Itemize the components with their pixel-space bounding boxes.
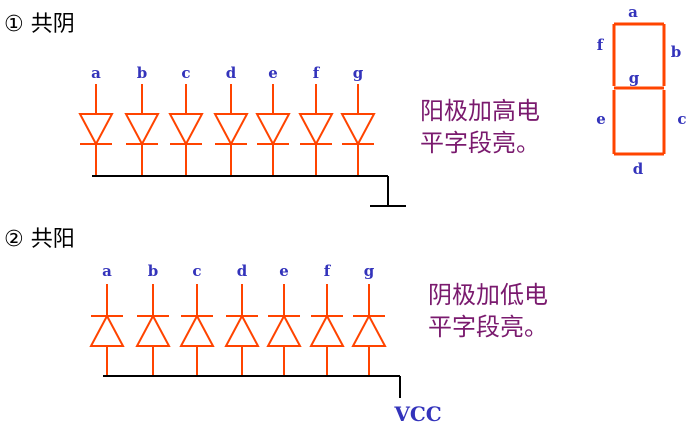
cathode-diode-b-triangle bbox=[124, 113, 160, 147]
segment-label-a: a bbox=[628, 3, 638, 21]
anode-note-line1: 阴极加低电 bbox=[428, 281, 548, 309]
cathode-pin-d: d bbox=[226, 64, 237, 82]
segment-label-b: b bbox=[671, 43, 682, 61]
anode-title: ② 共阳 bbox=[4, 227, 75, 252]
anode-diode-c-triangle bbox=[179, 313, 215, 347]
cathode-pin-g: g bbox=[353, 64, 364, 82]
cathode-pin-f: f bbox=[313, 64, 321, 82]
cathode-pin-e: e bbox=[268, 64, 278, 82]
anode-pin-f: f bbox=[324, 262, 332, 280]
cathode-note-line2: 平字段亮。 bbox=[420, 129, 540, 157]
cathode-diode-e-triangle bbox=[255, 113, 291, 147]
cathode-diode-e bbox=[255, 84, 291, 176]
anode-pin-g: g bbox=[364, 262, 375, 280]
anode-note-line2: 平字段亮。 bbox=[428, 313, 548, 341]
cathode-diode-row bbox=[78, 84, 376, 176]
cathode-diode-f-triangle bbox=[298, 113, 334, 147]
anode-diode-e-triangle bbox=[266, 313, 302, 347]
anode-diode-a bbox=[89, 284, 125, 376]
cathode-diode-c-triangle bbox=[168, 113, 204, 147]
seven-segment-display: a b c d e f g bbox=[596, 3, 686, 178]
anode-diode-c bbox=[179, 284, 215, 376]
cathode-diode-c bbox=[168, 84, 204, 176]
segment-label-f: f bbox=[597, 36, 605, 54]
cathode-pin-a: a bbox=[91, 64, 101, 82]
anode-diode-b-triangle bbox=[135, 313, 171, 347]
cathode-diode-b bbox=[124, 84, 160, 176]
anode-pin-d: d bbox=[237, 262, 248, 280]
segment-label-c: c bbox=[677, 110, 686, 128]
cathode-title: ① 共阴 bbox=[4, 12, 75, 37]
cathode-note-line1: 阳极加高电 bbox=[420, 97, 540, 125]
anode-diode-g bbox=[351, 284, 387, 376]
anode-pin-labels: a b c d e f g bbox=[102, 262, 375, 280]
cathode-diode-f bbox=[298, 84, 334, 176]
anode-diode-d bbox=[224, 284, 260, 376]
anode-pin-a: a bbox=[102, 262, 112, 280]
anode-pin-c: c bbox=[192, 262, 201, 280]
segment-label-e: e bbox=[596, 110, 606, 128]
cathode-pin-b: b bbox=[137, 64, 148, 82]
anode-pin-e: e bbox=[279, 262, 289, 280]
cathode-diode-g-triangle bbox=[340, 113, 376, 147]
anode-diode-row bbox=[89, 284, 387, 376]
vcc-label: VCC bbox=[393, 402, 441, 426]
cathode-pin-c: c bbox=[181, 64, 190, 82]
cathode-pin-labels: a b c d e f g bbox=[91, 64, 364, 82]
cathode-diode-a bbox=[78, 84, 114, 176]
anode-diode-b bbox=[135, 284, 171, 376]
cathode-diode-d-triangle bbox=[213, 113, 249, 147]
cathode-diode-g bbox=[340, 84, 376, 176]
anode-pin-b: b bbox=[148, 262, 159, 280]
segment-label-d: d bbox=[633, 160, 644, 178]
anode-diode-a-triangle bbox=[89, 313, 125, 347]
cathode-diode-d bbox=[213, 84, 249, 176]
anode-diode-g-triangle bbox=[351, 313, 387, 347]
anode-diode-e bbox=[266, 284, 302, 376]
cathode-diode-a-triangle bbox=[78, 113, 114, 147]
anode-diode-f-triangle bbox=[309, 313, 345, 347]
anode-diode-d-triangle bbox=[224, 313, 260, 347]
segment-label-g: g bbox=[629, 69, 640, 87]
anode-diode-f bbox=[309, 284, 345, 376]
